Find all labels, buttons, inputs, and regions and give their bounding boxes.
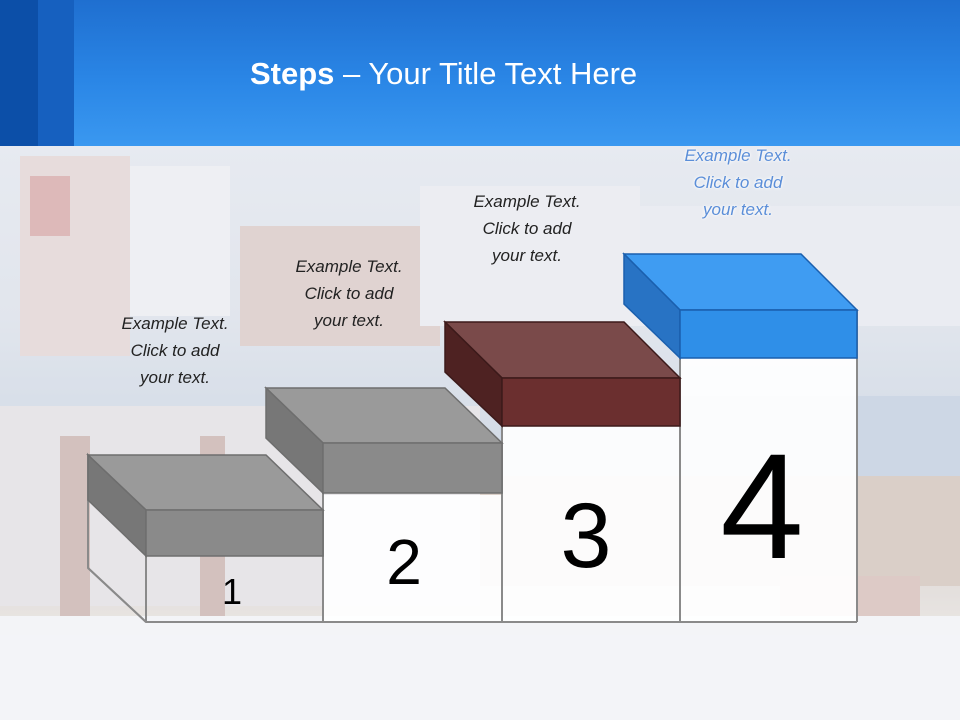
step-block-2 xyxy=(264,386,504,495)
step-text-line: Example Text. xyxy=(473,192,581,211)
step-number-3: 3 xyxy=(560,485,611,587)
header-stripe-mid xyxy=(38,0,74,146)
step-block-4 xyxy=(622,252,859,360)
step-block-1 xyxy=(86,453,325,558)
step-text-line: Example Text. xyxy=(295,257,403,276)
step-text-line: Click to add xyxy=(482,219,572,238)
step-number-2: 2 xyxy=(386,526,422,598)
photo-building xyxy=(130,166,230,316)
photo-building xyxy=(30,176,70,236)
photo-tablecloth xyxy=(0,616,960,720)
step-number-4: 4 xyxy=(720,422,803,590)
step-text-line: Example Text. xyxy=(684,146,792,165)
stair-riser-left xyxy=(87,567,147,623)
block-3-front xyxy=(501,377,681,427)
block-4-front xyxy=(679,309,858,359)
step-text-4[interactable]: Example Text. Click to add your text. xyxy=(653,142,823,223)
photo-building xyxy=(240,226,440,346)
step-text-3[interactable]: Example Text. Click to add your text. xyxy=(442,188,612,269)
block-2-front xyxy=(322,442,503,494)
step-text-1[interactable]: Example Text. Click to add your text. xyxy=(90,310,260,391)
header-stripe-dark xyxy=(0,0,38,146)
step-face-4 xyxy=(681,358,856,621)
title-bar: Steps – Your Title Text Here xyxy=(0,0,960,146)
step-face-3 xyxy=(503,426,679,621)
slide-title[interactable]: Steps – Your Title Text Here xyxy=(250,56,637,92)
step-text-line: your text. xyxy=(492,246,562,265)
block-1-front xyxy=(145,509,324,557)
step-text-2[interactable]: Example Text. Click to add your text. xyxy=(264,253,434,334)
step-number-1: 1 xyxy=(222,571,242,612)
step-text-line: Example Text. xyxy=(121,314,229,333)
step-text-line: your text. xyxy=(314,311,384,330)
photo-building xyxy=(420,186,640,326)
step-text-line: Click to add xyxy=(304,284,394,303)
title-bold: Steps xyxy=(250,56,335,91)
step-text-line: Click to add xyxy=(130,341,220,360)
step-face-2 xyxy=(324,495,501,621)
step-block-3 xyxy=(443,320,682,428)
step-text-line: your text. xyxy=(140,368,210,387)
title-rest: – Your Title Text Here xyxy=(334,56,638,91)
step-text-line: Click to add xyxy=(693,173,783,192)
step-text-line: your text. xyxy=(703,200,773,219)
